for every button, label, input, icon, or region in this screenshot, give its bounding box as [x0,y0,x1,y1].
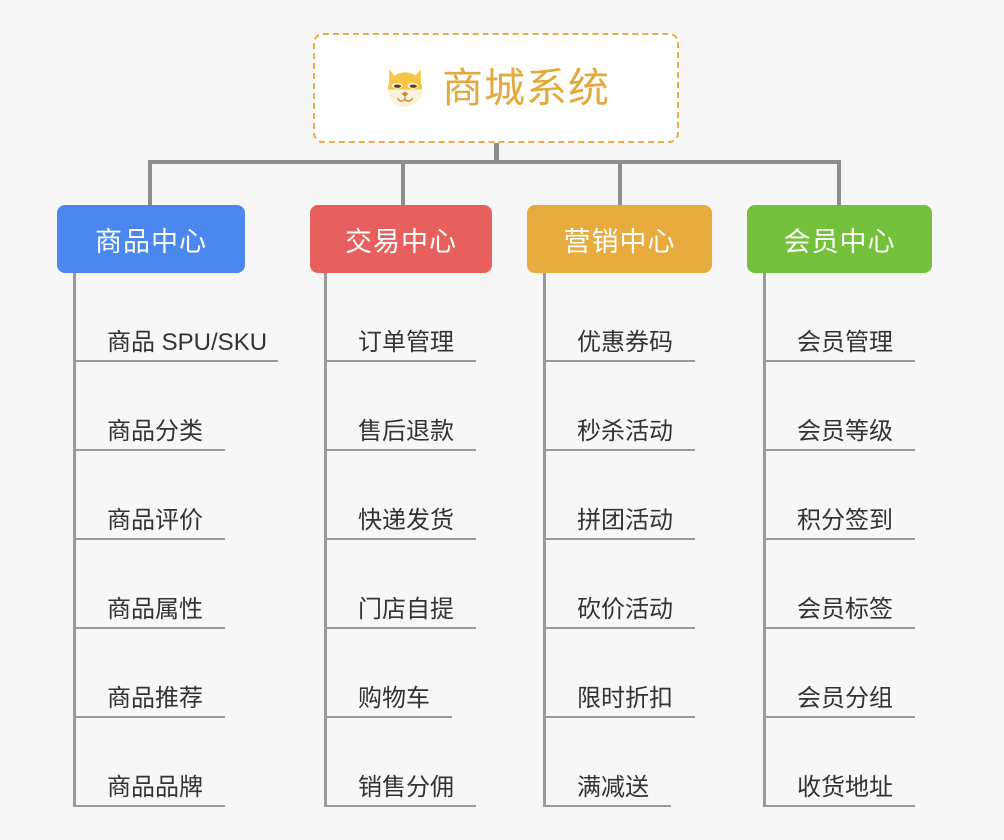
leaf-item[interactable]: 会员管理 [763,273,915,362]
leaf-underline [73,805,225,807]
leaf-trunk-line [543,273,546,807]
leaf-item[interactable]: 商品评价 [73,451,267,540]
leaf-item[interactable]: 快递发货 [324,451,476,540]
root-stem-connector [494,143,499,163]
drop-connector-marketing-center [618,160,622,205]
leaf-trunk-line [763,273,766,807]
leaf-item[interactable]: 限时折扣 [543,629,695,718]
leaf-underline [763,449,915,451]
leaf-item[interactable]: 售后退款 [324,362,476,451]
leaf-underline [324,360,476,362]
category-box-product-center[interactable]: 商品中心 [57,205,245,273]
leaf-label: 门店自提 [358,595,454,623]
leaf-underline [543,716,695,718]
leaf-item[interactable]: 门店自提 [324,540,476,629]
leaf-trunk-line [73,273,76,807]
category-label: 商品中心 [95,226,207,257]
leaf-underline [324,805,476,807]
leaf-label: 会员标签 [797,595,893,623]
category-label: 会员中心 [783,226,896,257]
leaf-item[interactable]: 满减送 [543,718,673,807]
leaf-item[interactable]: 商品属性 [73,540,267,629]
leaf-item[interactable]: 积分签到 [763,451,915,540]
leaf-underline [763,538,915,540]
leaf-underline [763,716,915,718]
leaf-column-trade-center: 订单管理 售后退款 快递发货 门店自提 购物车 销售分佣 [324,273,476,807]
leaf-underline [543,360,695,362]
leaf-item[interactable]: 商品 SPU/SKU [73,273,278,362]
leaf-label: 会员等级 [797,417,893,445]
leaf-label: 满减送 [577,773,649,801]
leaf-item[interactable]: 会员标签 [763,540,915,629]
leaf-label: 拼团活动 [577,506,673,534]
drop-connector-product-center [148,160,152,205]
leaf-label: 商品 SPU/SKU [107,328,268,356]
leaf-label: 购物车 [358,684,430,712]
leaf-item[interactable]: 商品推荐 [73,629,267,718]
leaf-underline [73,449,225,451]
category-label: 交易中心 [345,226,457,257]
category-box-trade-center[interactable]: 交易中心 [310,205,492,273]
leaf-label: 积分签到 [797,506,893,534]
leaf-label: 销售分佣 [358,773,454,801]
leaf-label: 快递发货 [358,506,454,534]
leaf-underline [73,538,225,540]
leaf-column-member-center: 会员管理 会员等级 积分签到 会员标签 会员分组 收货地址 [763,273,915,807]
leaf-column-product-center: 商品 SPU/SKU 商品分类 商品评价 商品属性 商品推荐 商品品牌 [73,273,278,807]
leaf-item[interactable]: 优惠券码 [543,273,695,362]
root-node[interactable]: 商城系统 [313,33,679,143]
leaf-label: 商品属性 [107,595,203,623]
leaf-underline [324,627,476,629]
drop-connector-member-center [837,160,841,205]
leaf-label: 订单管理 [358,328,454,356]
leaf-underline [324,538,476,540]
leaf-label: 限时折扣 [577,684,673,712]
leaf-underline [763,627,915,629]
leaf-underline [543,449,695,451]
leaf-label: 商品品牌 [107,773,203,801]
leaf-column-marketing-center: 优惠券码 秒杀活动 拼团活动 砍价活动 限时折扣 满减送 [543,273,695,807]
leaf-trunk-line [324,273,327,807]
leaf-item[interactable]: 订单管理 [324,273,476,362]
leaf-item[interactable]: 商品品牌 [73,718,267,807]
leaf-underline [543,538,695,540]
leaf-item[interactable]: 收货地址 [763,718,915,807]
category-box-marketing-center[interactable]: 营销中心 [527,205,712,273]
leaf-item[interactable]: 拼团活动 [543,451,695,540]
leaf-label: 会员分组 [797,684,893,712]
leaf-underline [324,449,476,451]
leaf-item[interactable]: 购物车 [324,629,454,718]
leaf-underline [324,716,452,718]
leaf-item[interactable]: 销售分佣 [324,718,476,807]
leaf-label: 商品分类 [107,417,203,445]
leaf-label: 商品推荐 [107,684,203,712]
leaf-label: 砍价活动 [577,595,673,623]
category-label: 营销中心 [563,226,676,257]
leaf-label: 收货地址 [797,773,893,801]
root-title: 商城系统 [442,64,610,111]
leaf-underline [763,360,915,362]
drop-connector-trade-center [401,160,405,205]
leaf-label: 会员管理 [797,328,893,356]
leaf-item[interactable]: 商品分类 [73,362,267,451]
horizontal-bus-connector [148,160,840,164]
leaf-label: 售后退款 [358,417,454,445]
leaf-underline [763,805,915,807]
leaf-item[interactable]: 砍价活动 [543,540,695,629]
category-box-member-center[interactable]: 会员中心 [747,205,932,273]
leaf-item[interactable]: 会员分组 [763,629,915,718]
leaf-underline [543,627,695,629]
leaf-label: 秒杀活动 [577,417,673,445]
shiba-dog-face-icon [382,65,428,111]
leaf-item[interactable]: 会员等级 [763,362,915,451]
leaf-underline [73,627,225,629]
leaf-underline [73,360,278,362]
leaf-item[interactable]: 秒杀活动 [543,362,695,451]
leaf-underline [73,716,225,718]
leaf-label: 优惠券码 [577,328,673,356]
leaf-underline [543,805,671,807]
leaf-label: 商品评价 [107,506,203,534]
